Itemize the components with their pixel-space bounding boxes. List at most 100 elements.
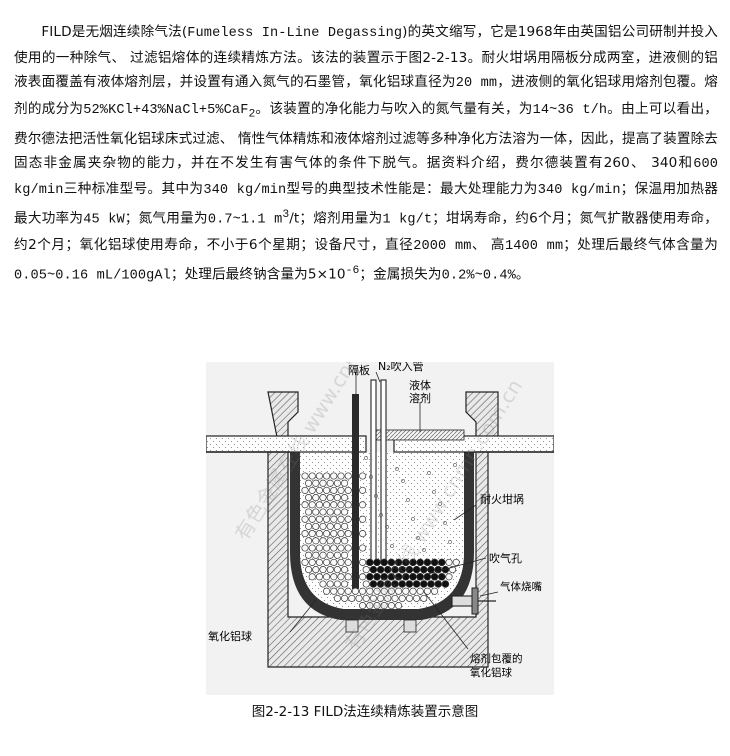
text-run: 45 kW (83, 212, 125, 228)
alumina-ball (315, 558, 323, 566)
alumina-ball (362, 580, 370, 588)
alumina-ball (308, 558, 316, 566)
alumina-ball (312, 551, 320, 559)
text-run: ；氮气用量为 (124, 210, 208, 227)
text-run: 0.7~1.1 m (207, 212, 283, 228)
flux-coated-ball (373, 573, 381, 581)
alumina-ball (387, 587, 395, 595)
alumina-ball (301, 530, 309, 538)
gas-bubble (443, 521, 447, 525)
alumina-ball (333, 566, 341, 574)
alumina-ball (315, 530, 323, 538)
alumina-ball (413, 594, 421, 602)
alumina-ball (315, 486, 323, 494)
alumina-ball (333, 508, 341, 516)
alumina-ball (355, 594, 363, 602)
alumina-ball (326, 522, 334, 530)
alumina-ball (305, 537, 313, 545)
alumina-ball (326, 551, 334, 559)
alumina-ball (445, 558, 453, 566)
alumina-ball (384, 594, 392, 602)
alumina-ball (341, 479, 349, 487)
flux-coated-ball (384, 580, 392, 588)
label-refractory-crucible: 耐火坩埚 (480, 492, 524, 506)
alumina-ball (395, 587, 403, 595)
alumina-ball (387, 602, 395, 610)
alumina-ball (452, 558, 460, 566)
alumina-ball (373, 587, 381, 595)
gas-bubble (401, 479, 405, 483)
label-liquid-flux-1: 液体 (409, 378, 431, 392)
alumina-ball (380, 602, 388, 610)
alumina-ball (330, 486, 338, 494)
text-run: 1 kg/t (382, 212, 433, 228)
alumina-ball (362, 594, 370, 602)
alumina-ball (337, 486, 345, 494)
alumina-ball (305, 522, 313, 530)
alumina-ball (312, 494, 320, 502)
alumina-ball (305, 508, 313, 516)
leader-lines (289, 370, 499, 650)
flux-composition: 52%KCl+43%NaCl+5%CaF (83, 102, 249, 118)
alumina-ball (344, 472, 352, 480)
alumina-ball (308, 515, 316, 523)
alumina-ball (323, 573, 331, 581)
flux-coated-ball (402, 573, 410, 581)
alumina-ball (391, 594, 399, 602)
alumina-ball (416, 587, 424, 595)
text-run: 、 高 (471, 236, 505, 253)
alumina-ball (341, 508, 349, 516)
label-n2-pipe: N₂吹入管 (378, 362, 424, 373)
fild-apparatus-figure: 隔板 N₂吹入管 液体 溶剂 耐火坩埚 吹气孔 气体烧嘴 氧化铝球 熔剂包覆的 … (205, 265, 555, 695)
gas-bubble (411, 517, 415, 521)
alumina-ball (398, 594, 406, 602)
flux-coated-ball (398, 580, 406, 588)
alumina-ball (333, 537, 341, 545)
flux-coated-ball (412, 565, 421, 574)
n2-tube-left (370, 379, 377, 563)
flux-coated-ball (430, 558, 439, 567)
gas-bubble (369, 475, 373, 479)
alumina-ball (337, 501, 345, 509)
text-run: /t；熔剂用量为 (289, 210, 383, 227)
alumina-ball (319, 479, 327, 487)
alumina-ball (319, 537, 327, 545)
alumina-ball (369, 594, 377, 602)
text-run: 型号的典型技术性能是：最大处理能力为 (286, 180, 538, 197)
outer-refractory-body (267, 391, 499, 668)
alumina-ball (359, 486, 367, 494)
alumina-ball (312, 537, 320, 545)
alumina-ball (380, 587, 388, 595)
label-flux-coated-1: 熔剂包覆的 (470, 652, 523, 665)
alumina-ball (323, 501, 331, 509)
flux-coated-ball (427, 580, 435, 588)
alumina-ball (337, 544, 345, 552)
alumina-ball (312, 508, 320, 516)
alumina-ball (344, 501, 352, 509)
alumina-ball (337, 515, 345, 523)
alumina-ball (305, 566, 313, 574)
alumina-ball (402, 587, 410, 595)
alumina-ball (333, 522, 341, 530)
text-run: ；坩埚寿命，约6个月；氮气扩散器使用寿命，约2个月；氧化铝球使用寿命，不小于6个… (14, 210, 718, 253)
alumina-ball (366, 602, 374, 610)
gas-bubble (390, 544, 394, 548)
text-run: ；金属损失为 (359, 266, 442, 283)
alumina-ball (405, 594, 413, 602)
gas-bubble (432, 490, 436, 494)
subscript: 2 (248, 108, 256, 121)
alumina-ball (341, 494, 349, 502)
alumina-ball (359, 515, 367, 523)
alumina-ball (326, 494, 334, 502)
alumina-ball (305, 494, 313, 502)
gas-bubble (406, 498, 410, 502)
alumina-ball (341, 537, 349, 545)
alumina-ball (359, 501, 367, 509)
flux-coated-ball (376, 565, 385, 574)
gas-bubble (385, 525, 389, 529)
alumina-ball (319, 494, 327, 502)
fild-diagram: 隔板 N₂吹入管 液体 溶剂 耐火坩埚 吹气孔 气体烧嘴 氧化铝球 熔剂包覆的 … (205, 265, 555, 695)
flux-coated-ball (366, 573, 374, 581)
alumina-ball (305, 479, 313, 487)
alumina-ball (301, 472, 309, 480)
